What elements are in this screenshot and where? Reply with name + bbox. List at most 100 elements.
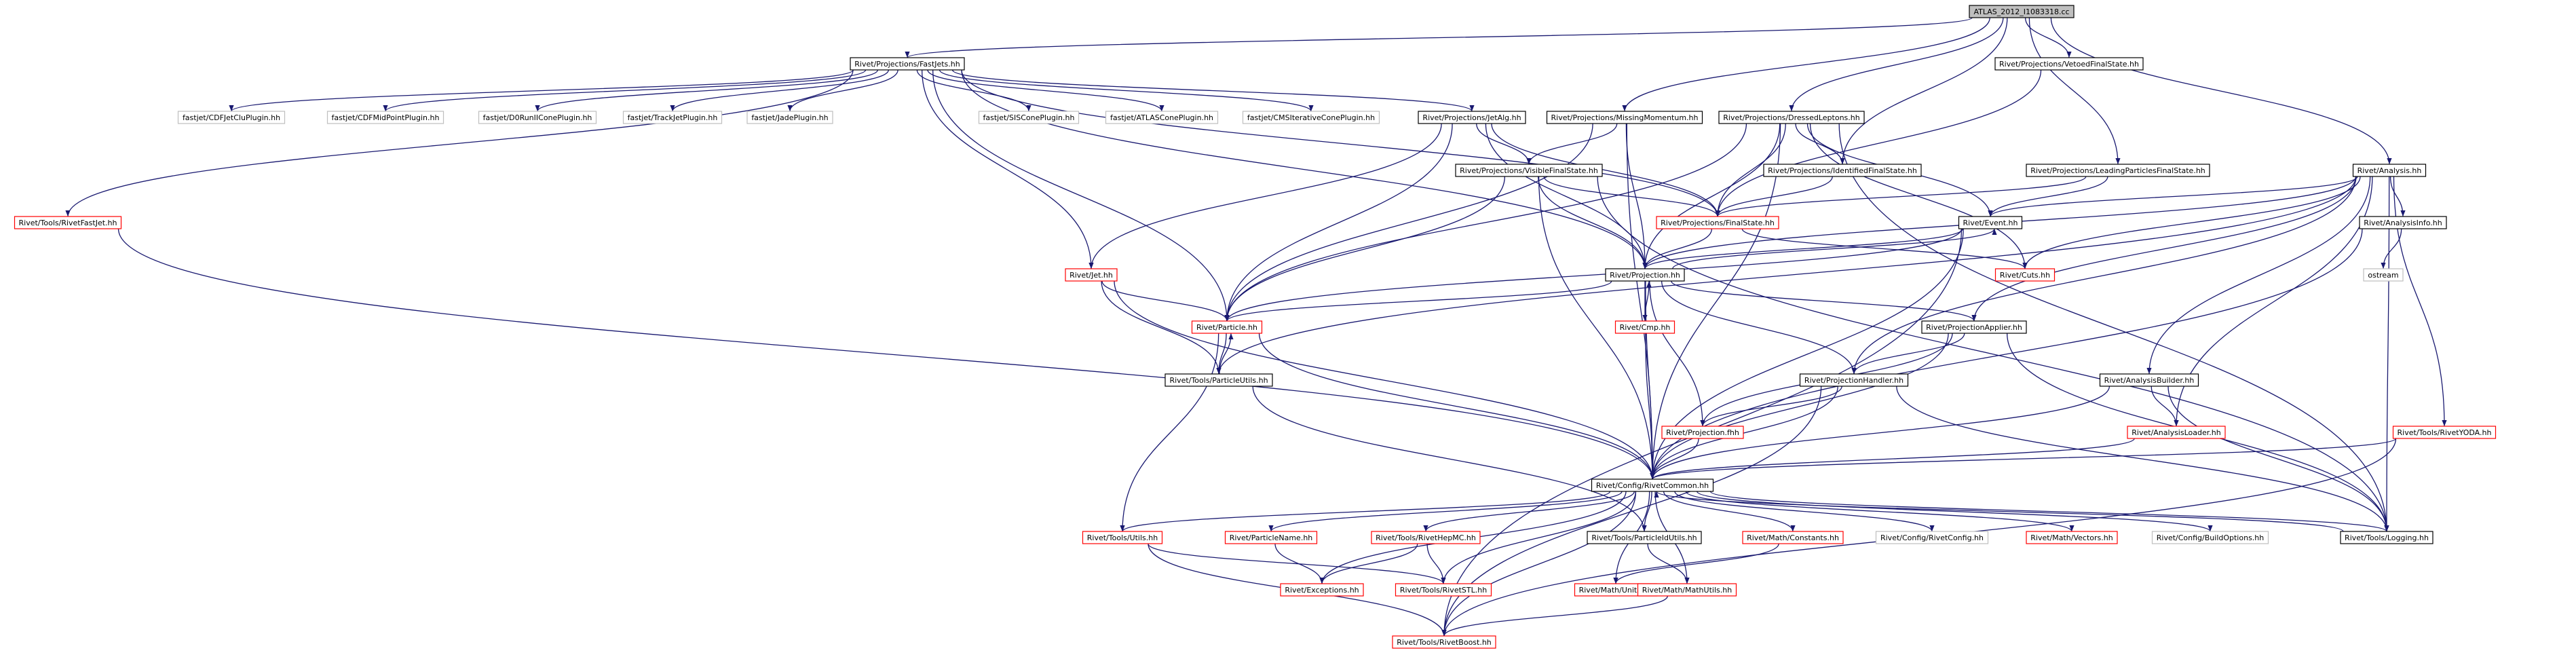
- edge-visible-to-projection: [1538, 176, 1648, 269]
- node-label: Rivet/Cuts.hh: [2000, 271, 2050, 280]
- node-vetoed[interactable]: Rivet/Projections/VetoedFinalState.hh: [1994, 57, 2144, 71]
- node-cmp[interactable]: Rivet/Cmp.hh: [1614, 320, 1675, 334]
- node-rivetboost[interactable]: Rivet/Tools/RivetBoost.hh: [1392, 635, 1496, 649]
- node-box: [1418, 111, 1526, 124]
- edge-line: [1642, 228, 1963, 269]
- edge-line: [1650, 386, 2110, 480]
- node-visible[interactable]: Rivet/Projections/VisibleFinalState.hh: [1455, 164, 1603, 177]
- node-box: [1371, 531, 1481, 544]
- edge-line: [1896, 386, 2389, 532]
- node-particleidutils[interactable]: Rivet/Tools/ParticleIdUtils.hh: [1587, 531, 1702, 544]
- edge-fastjets-to-jetalg: [951, 69, 1475, 112]
- edge-rivetcommon-to-rivetboost: [1441, 491, 1637, 637]
- node-analysisinfo[interactable]: Rivet/AnalysisInfo.hh: [2359, 216, 2447, 229]
- edge-visible-to-rivetcommon: [1538, 176, 1655, 480]
- node-dressed[interactable]: Rivet/Projections/DressedLeptons.hh: [1718, 111, 1865, 124]
- edge-line: [1715, 69, 2042, 217]
- node-trackjet: fastjet/TrackJetPlugin.hh: [622, 111, 723, 124]
- node-root[interactable]: ATLAS_2012_I1083318.cc: [1969, 5, 2075, 18]
- node-rivetstl[interactable]: Rivet/Tools/RivetSTL.hh: [1395, 583, 1492, 597]
- node-projapplier[interactable]: Rivet/ProjectionApplier.hh: [1921, 320, 2027, 334]
- node-rivetyoda[interactable]: Rivet/Tools/RivetYODA.hh: [2392, 426, 2497, 439]
- edge-line: [1120, 333, 1219, 532]
- node-mathvectors[interactable]: Rivet/Math/Vectors.hh: [2026, 531, 2118, 544]
- edge-line: [1224, 123, 1593, 322]
- edge-dressed-to-rivetcommon: [1650, 123, 1781, 480]
- node-rivetcommon[interactable]: Rivet/Config/RivetCommon.hh: [1591, 478, 1714, 492]
- node-box: [1605, 268, 1685, 282]
- edge-root-to-missing: [1622, 17, 1990, 112]
- edge-rivetcommon-to-particleidutils: [1642, 491, 1652, 532]
- edge-analysis-to-projhandler: [1851, 176, 2357, 375]
- node-event[interactable]: Rivet/Event.hh: [1958, 216, 2023, 229]
- node-label: Rivet/AnalysisLoader.hh: [2132, 428, 2220, 437]
- node-particleutils[interactable]: Rivet/Tools/ParticleUtils.hh: [1164, 373, 1273, 387]
- node-rivethepmc[interactable]: Rivet/Tools/RivetHepMC.hh: [1371, 531, 1481, 544]
- node-label: fastjet/CDFJetCluPlugin.hh: [183, 113, 280, 122]
- node-projectionfhh[interactable]: Rivet/Projection.fhh: [1661, 426, 1744, 439]
- node-rivetfastjet[interactable]: Rivet/Tools/RivetFastJet.hh: [14, 216, 122, 229]
- node-mathutils[interactable]: Rivet/Math/MathUtils.hh: [1637, 583, 1737, 597]
- node-rivetconfig: Rivet/Config/RivetConfig.hh: [1875, 531, 1989, 544]
- node-projection[interactable]: Rivet/Projection.hh: [1605, 268, 1685, 282]
- node-box: [1587, 531, 1702, 544]
- node-exceptions[interactable]: Rivet/Exceptions.hh: [1280, 583, 1364, 597]
- edge-analysis-to-projapplier: [1971, 176, 2357, 322]
- node-leading[interactable]: Rivet/Projections/LeadingParticlesFinalS…: [2026, 164, 2210, 177]
- node-cuts[interactable]: Rivet/Cuts.hh: [1994, 268, 2056, 282]
- edge-root-to-identified: [1840, 17, 2008, 165]
- node-analysisloader[interactable]: Rivet/AnalysisLoader.hh: [2127, 426, 2226, 439]
- edge-projapplier-to-rivetcommon: [1650, 333, 1949, 480]
- node-analysis[interactable]: Rivet/Analysis.hh: [2352, 164, 2427, 177]
- node-particle[interactable]: Rivet/Particle.hh: [1191, 320, 1263, 334]
- edge-analysis-to-particleutils: [1216, 176, 2357, 375]
- edge-line: [1650, 386, 1838, 480]
- node-projhandler[interactable]: Rivet/ProjectionHandler.hh: [1799, 373, 1909, 387]
- node-box: [978, 111, 1080, 124]
- edge-event-to-particle: [1224, 228, 1963, 322]
- node-analysisbuilder[interactable]: Rivet/AnalysisBuilder.hh: [2099, 373, 2199, 387]
- node-box: [1082, 531, 1163, 544]
- node-box: [2127, 426, 2226, 439]
- edge-dressed-to-projection: [1642, 123, 1781, 269]
- edge-analysis-to-rivetyoda: [2393, 176, 2447, 427]
- edge-line: [117, 228, 1655, 480]
- edge-particle-to-rivetcommon: [1258, 333, 1655, 480]
- node-fastjets[interactable]: Rivet/Projections/FastJets.hh: [850, 57, 965, 71]
- edge-analysis-to-analysisinfo: [2389, 176, 2406, 217]
- edge-line: [1715, 176, 1833, 217]
- edge-line: [1642, 123, 1781, 269]
- edge-missing-to-particle: [1224, 123, 1593, 322]
- edge-line: [1441, 491, 1637, 584]
- node-logging[interactable]: Rivet/Tools/Logging.hh: [2340, 531, 2433, 544]
- node-identified[interactable]: Rivet/Projections/IdentifiedFinalState.h…: [1763, 164, 1922, 177]
- node-cdfjetclu: fastjet/CDFJetCluPlugin.hh: [177, 111, 286, 124]
- node-label: Rivet/Projections/IdentifiedFinalState.h…: [1768, 166, 1917, 175]
- edge-line: [2384, 176, 2390, 532]
- edge-fastjets-to-atlascone: [927, 69, 1164, 112]
- node-box: [1395, 583, 1492, 597]
- node-jet[interactable]: Rivet/Jet.hh: [1065, 268, 1118, 282]
- edge-leading-to-finalstate: [1715, 176, 2087, 217]
- node-label: Rivet/Tools/RivetYODA.hh: [2398, 428, 2492, 437]
- edge-line: [1538, 176, 1655, 480]
- edge-rivetcommon-to-logging: [1709, 491, 2389, 532]
- node-box: [1164, 373, 1273, 387]
- node-label: Rivet/Projections/FinalState.hh: [1661, 219, 1775, 227]
- node-box: [2026, 531, 2118, 544]
- node-particlename[interactable]: Rivet/ParticleName.hh: [1224, 531, 1318, 544]
- node-mathconstants[interactable]: Rivet/Math/Constants.hh: [1742, 531, 1844, 544]
- node-label: ostream: [2368, 271, 2398, 280]
- node-utils[interactable]: Rivet/Tools/Utils.hh: [1082, 531, 1163, 544]
- node-jetalg[interactable]: Rivet/Projections/JetAlg.hh: [1418, 111, 1526, 124]
- node-missing[interactable]: Rivet/Projections/MissingMomentum.hh: [1546, 111, 1703, 124]
- edge-line: [670, 69, 889, 112]
- node-label: fastjet/TrackJetPlugin.hh: [628, 113, 718, 122]
- edge-fastjets-to-jade: [787, 69, 898, 112]
- edge-line: [939, 69, 1314, 112]
- node-finalstate[interactable]: Rivet/Projections/FinalState.hh: [1656, 216, 1779, 229]
- edge-line: [1654, 491, 2344, 532]
- node-box: [2151, 531, 2269, 544]
- node-box: [1799, 373, 1909, 387]
- edge-root-to-vetoed: [2024, 17, 2072, 58]
